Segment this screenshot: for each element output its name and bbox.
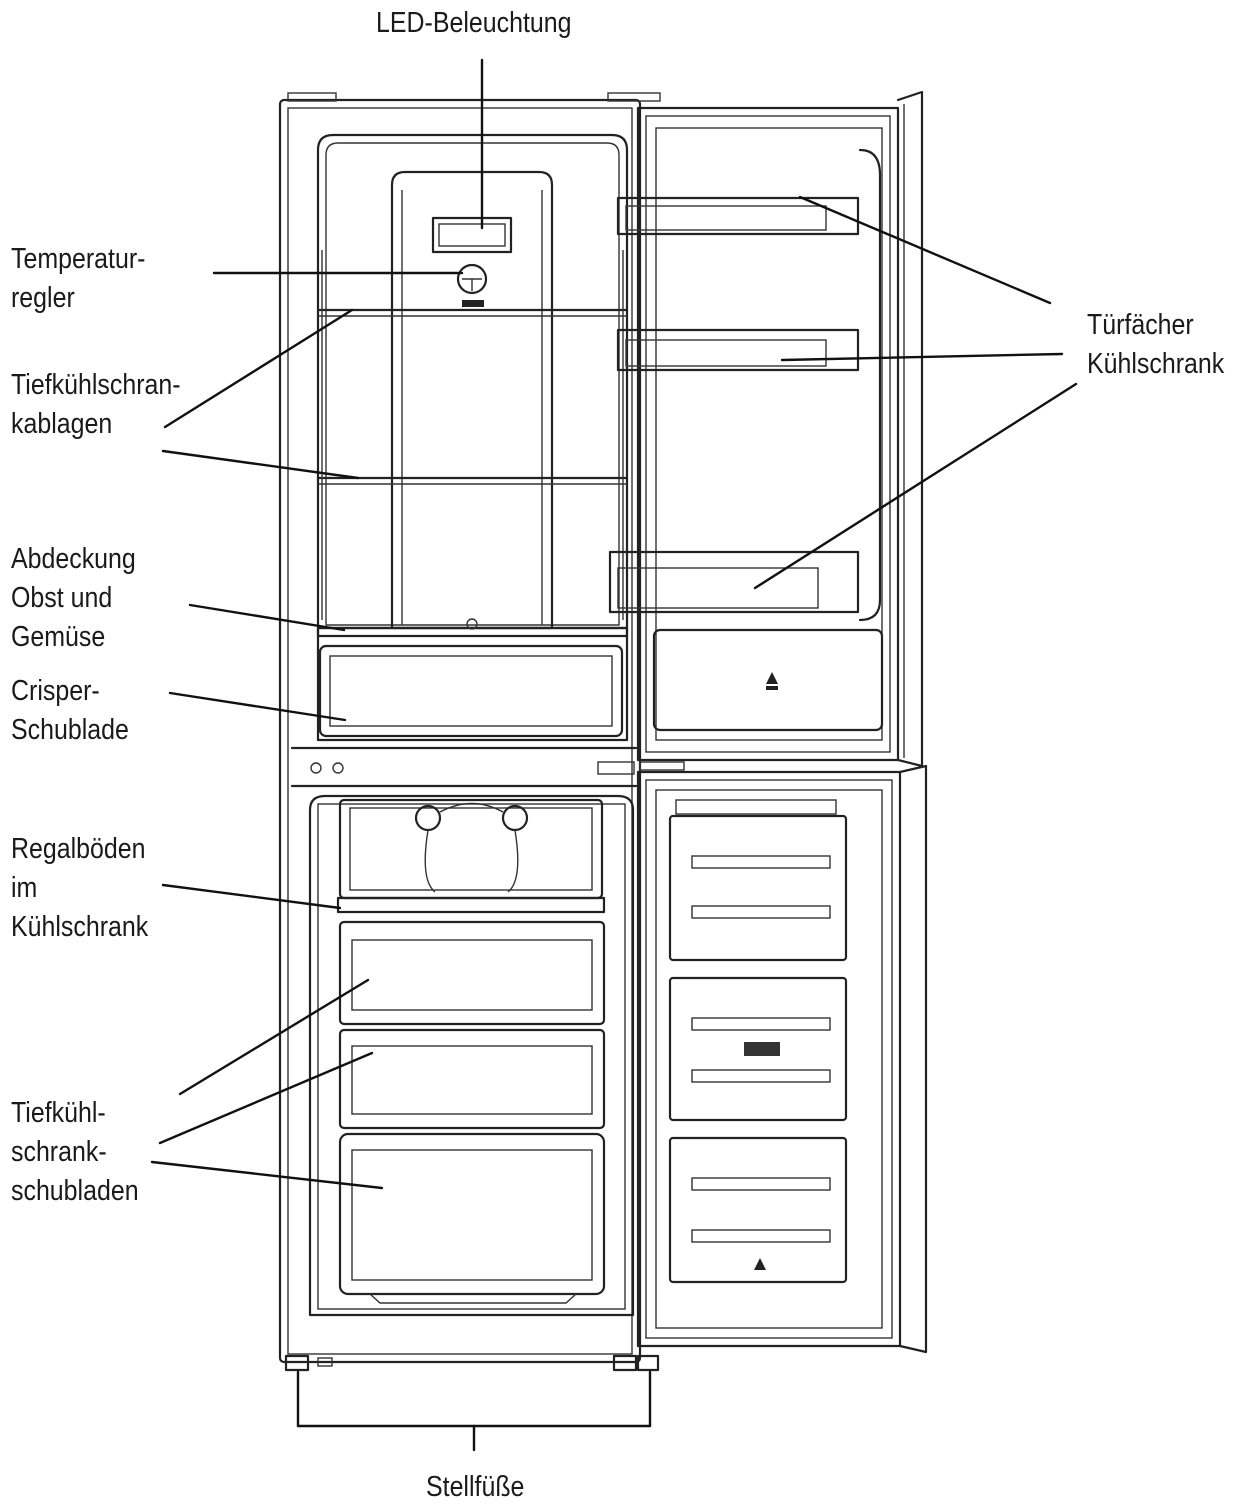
label-led-text: LED-Beleuchtung (376, 7, 572, 39)
label-temp-line2: regler (11, 282, 75, 314)
label-tkschub-line1: Tiefkühl- (11, 1097, 106, 1129)
label-tkablagen-line1: Tiefkühlschran- (11, 369, 181, 401)
label-regalboeden: Regalböden im Kühlschrank (11, 830, 148, 947)
label-stellfuesse-text: Stellfüße (426, 1471, 525, 1503)
label-abdeckung-line1: Abdeckung (11, 543, 136, 575)
label-tkablagen-line2: kablagen (11, 408, 113, 440)
label-crisper-line2: Schublade (11, 714, 129, 746)
label-tkschub-line3: schubladen (11, 1175, 139, 1207)
label-stellfuesse: Stellfüße (426, 1468, 524, 1507)
label-temperaturregler: Temperatur- regler (11, 240, 145, 318)
label-tkschub-line2: schrank- (11, 1136, 107, 1168)
label-crisper-schublade: Crisper- Schublade (11, 672, 129, 750)
label-regal-line1: Regalböden (11, 833, 146, 865)
label-regal-line3: Kühlschrank (11, 911, 149, 943)
label-tuerfaecher: Türfächer Kühlschrank (1087, 306, 1224, 384)
cabinet (278, 92, 661, 1372)
upper-door (608, 90, 924, 768)
label-tiefkuehlschrankschubladen: Tiefkühl- schrank- schubladen (11, 1094, 139, 1211)
label-regal-line2: im (11, 872, 38, 904)
temperature-knob-icon (456, 263, 488, 295)
label-abdeckung-obst-gemuese: Abdeckung Obst und Gemüse (11, 540, 136, 657)
label-abdeckung-line3: Gemüse (11, 621, 106, 653)
lower-door (636, 761, 928, 1372)
lower-compartment (308, 794, 635, 1317)
leader-lines (150, 58, 1078, 1452)
label-tuer-line1: Türfächer (1087, 309, 1194, 341)
label-temp-line1: Temperatur- (11, 243, 146, 275)
label-tiefkuehlschrankablagen: Tiefkühlschran- kablagen (11, 366, 181, 444)
led-light-icon (431, 216, 513, 254)
label-crisper-line1: Crisper- (11, 675, 100, 707)
label-abdeckung-line2: Obst und (11, 582, 113, 614)
upper-compartment (316, 133, 629, 742)
label-tuer-line2: Kühlschrank (1087, 348, 1225, 380)
label-led-beleuchtung: LED-Beleuchtung (376, 4, 572, 43)
